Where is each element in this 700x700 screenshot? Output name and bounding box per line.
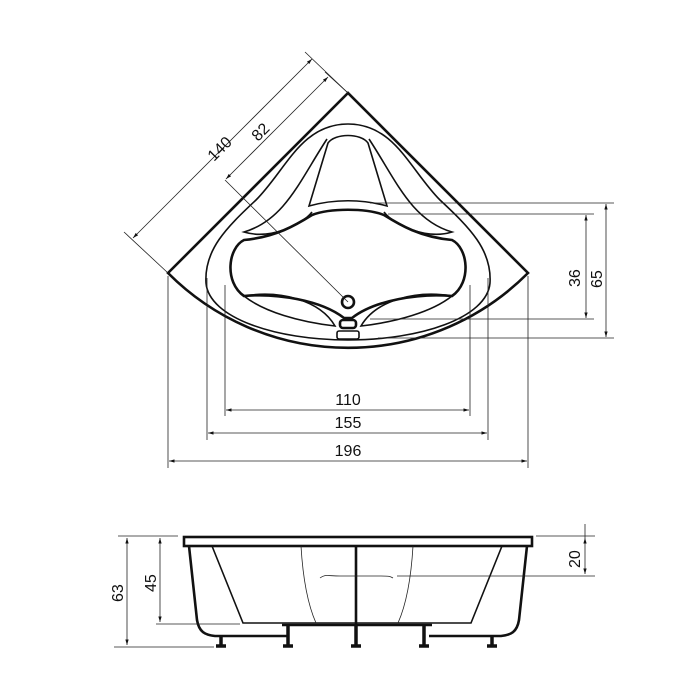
dim-110: 110 bbox=[335, 392, 361, 409]
center-panel-left bbox=[300, 545, 317, 624]
dim-140: 140 bbox=[205, 134, 236, 165]
backrest-right-wing bbox=[368, 138, 455, 235]
dim-36: 36 bbox=[567, 269, 584, 287]
outer-outline bbox=[166, 91, 530, 350]
dim-196: 196 bbox=[335, 443, 362, 460]
headrest bbox=[319, 575, 394, 579]
dim-65: 65 bbox=[589, 270, 606, 288]
drain-icon bbox=[340, 294, 356, 310]
center-panel-right bbox=[397, 545, 414, 624]
armrest-left bbox=[242, 293, 337, 327]
dim-82: 82 bbox=[249, 120, 274, 145]
dim-45: 45 bbox=[143, 574, 160, 592]
top-view: 140 82 36 65 110 155 196 bbox=[123, 51, 614, 468]
backrest bbox=[307, 134, 389, 208]
feet bbox=[216, 625, 497, 648]
armrest-right bbox=[359, 293, 454, 327]
dim-63: 63 bbox=[110, 584, 127, 602]
dim-20: 20 bbox=[567, 550, 584, 568]
outer-shell bbox=[187, 545, 529, 638]
rim bbox=[182, 535, 534, 548]
side-view: 63 45 20 bbox=[110, 524, 595, 648]
dim-155: 155 bbox=[335, 415, 362, 432]
overflow-icon bbox=[338, 318, 358, 330]
overflow-plate bbox=[336, 330, 360, 340]
